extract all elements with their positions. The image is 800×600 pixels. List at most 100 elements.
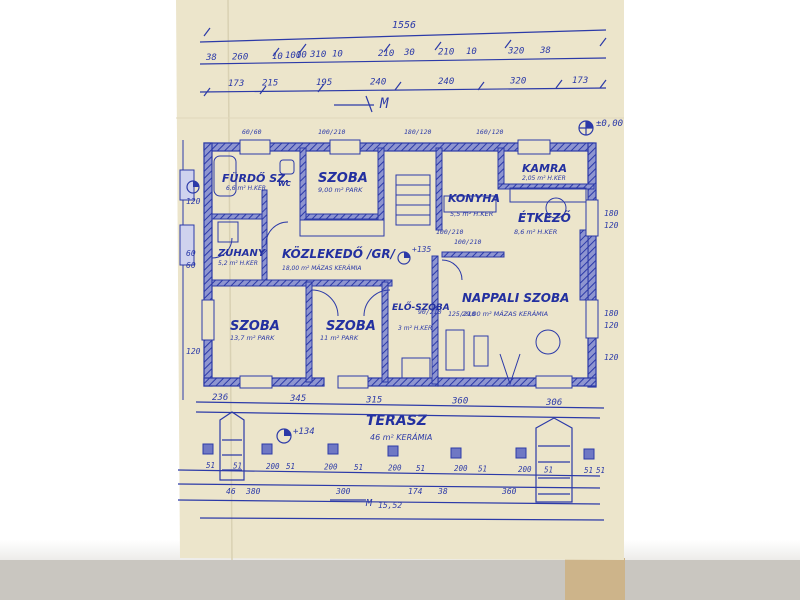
opening-note: 90/210	[418, 308, 442, 316]
opening-note: 160/120	[476, 128, 503, 136]
dim-row2-label: 215	[262, 79, 278, 89]
right-dimension-labels: 180 120 180 120 120	[604, 209, 619, 362]
dim-foot-label: 360	[501, 487, 517, 496]
dim-row2-label: 173	[572, 76, 588, 86]
dim-bottom-label: 236	[212, 393, 228, 403]
terrace-pillars	[202, 443, 595, 460]
dim-bottom-label: 315	[365, 395, 382, 405]
foot-total: 15,52	[378, 501, 402, 510]
room-zuhany: ZUHANY	[217, 248, 267, 259]
dim-row1-label: 260	[232, 52, 248, 62]
dim-row1-label: 100	[285, 51, 301, 61]
compass-label-bottom: M	[365, 498, 373, 509]
room-kamra: KAMRA	[522, 162, 567, 175]
dim-right-label: 180	[604, 309, 619, 318]
dim-right-label: 180	[604, 209, 619, 218]
svg-text:5,2 m² H.KER: 5,2 m² H.KER	[218, 260, 258, 267]
level-mark-left	[186, 180, 200, 194]
dim-terrace-label: 51	[416, 464, 425, 473]
dim-row1-label: 30	[403, 48, 415, 58]
dim-row1-label: 310	[309, 50, 326, 60]
dim-row2-label: 195	[316, 78, 332, 88]
wooden-edge	[565, 558, 625, 600]
svg-text:46 m² KERÁMIA: 46 m² KERÁMIA	[370, 431, 432, 442]
dim-terrace-label: 200	[454, 464, 468, 473]
fixtures	[213, 155, 587, 379]
dim-bottom-label: 360	[451, 397, 468, 407]
dim-foot-label: 174	[408, 487, 423, 496]
room-eloszoba: ELŐ-SZOBA	[392, 302, 450, 313]
dim-foot-label: 38	[437, 487, 448, 496]
room-szoba-top: SZOBA	[318, 171, 368, 186]
dim-terrace-label: 51	[478, 465, 487, 474]
dim-row1-label: 10	[296, 51, 307, 61]
dim-right-label: 120	[604, 321, 619, 330]
inner-walls	[211, 147, 595, 385]
opening-note: 100/210	[454, 238, 481, 246]
dim-row2-label: 240	[438, 77, 454, 87]
dim-right-label: 120	[604, 353, 619, 362]
opening-note: 100/210	[436, 228, 463, 236]
room-wc: WC	[278, 180, 292, 188]
svg-text:9,00 m² PARK: 9,00 m² PARK	[318, 186, 363, 194]
opening-note: 100/210	[318, 128, 345, 136]
dim-right-label: 120	[604, 221, 619, 230]
svg-text:11 m² PARK: 11 m² PARK	[320, 334, 359, 342]
blueprint-paper	[176, 0, 624, 560]
dim-terrace-label: 51	[596, 466, 605, 475]
dim-terrace-label: 51	[286, 462, 295, 471]
windows	[201, 139, 599, 389]
dim-row1-label: 10	[466, 47, 477, 57]
dim-row1-label: 210	[378, 49, 394, 59]
dim-row1-label: 320	[507, 46, 524, 56]
dim-terrace-label: 51	[206, 461, 215, 470]
svg-text:29,00 m² MÁZAS KERÁMIA: 29,00 m² MÁZAS KERÁMIA	[462, 309, 548, 318]
svg-text:18,00 m² MÁZAS KERÁMIA: 18,00 m² MÁZAS KERÁMIA	[282, 265, 362, 272]
room-szoba-mid: SZOBA	[326, 319, 376, 334]
svg-text:+134: +134	[293, 427, 315, 437]
dim-foot-label: 300	[335, 487, 351, 496]
dim-row1-label: 38	[539, 46, 551, 56]
dim-row1-label: 210	[438, 48, 454, 58]
svg-text:+135: +135	[412, 245, 431, 254]
level-mark-terrace: +134	[276, 427, 315, 444]
compass-label: M	[379, 96, 389, 112]
dim-row1-label: 10	[332, 49, 343, 59]
svg-text:8,6 m² H.KER: 8,6 m² H.KER	[514, 228, 557, 236]
svg-text:3 m² H.KER: 3 m² H.KER	[398, 325, 432, 332]
bottom-dimension-line	[195, 401, 605, 409]
dim-total-width: 1556	[392, 20, 416, 31]
svg-text:±0,00: ±0,00	[596, 119, 623, 129]
dim-foot-label: 46	[226, 487, 236, 496]
dim-terrace-label: 51	[584, 466, 593, 475]
opening-note: 180/120	[404, 128, 431, 136]
level-mark-top: ±0,00	[578, 119, 623, 136]
opening-note: 125/210	[448, 310, 475, 318]
dim-terrace-label: 200	[518, 465, 532, 474]
dim-terrace-label: 51	[354, 463, 363, 472]
room-etkezo: ÉTKEZŐ	[518, 210, 571, 225]
opening-note: 60/60	[242, 128, 262, 136]
dim-terrace-label: 51	[233, 461, 242, 470]
dim-terrace-label: 200	[388, 463, 402, 472]
dim-bottom-label: 345	[289, 394, 306, 404]
dim-bottom-label: 306	[545, 398, 562, 408]
terrace	[177, 411, 605, 521]
svg-text:13,7 m² PARK: 13,7 m² PARK	[230, 334, 275, 342]
dim-terrace-label: 51	[544, 465, 553, 474]
level-mark-hall: +135	[397, 245, 431, 265]
dim-terrace-label: 200	[324, 463, 338, 472]
dim-row1-label: 10	[272, 52, 283, 62]
dim-row2-label: 173	[228, 79, 244, 89]
axis-tick	[365, 95, 373, 113]
room-furdoszoba: FÜRDŐ SZ.	[222, 171, 289, 185]
svg-text:6,6 m² H.KER: 6,6 m² H.KER	[226, 185, 266, 192]
room-nappali: NAPPALI SZOBA	[462, 291, 569, 305]
dim-terrace-label: 200	[266, 462, 280, 471]
